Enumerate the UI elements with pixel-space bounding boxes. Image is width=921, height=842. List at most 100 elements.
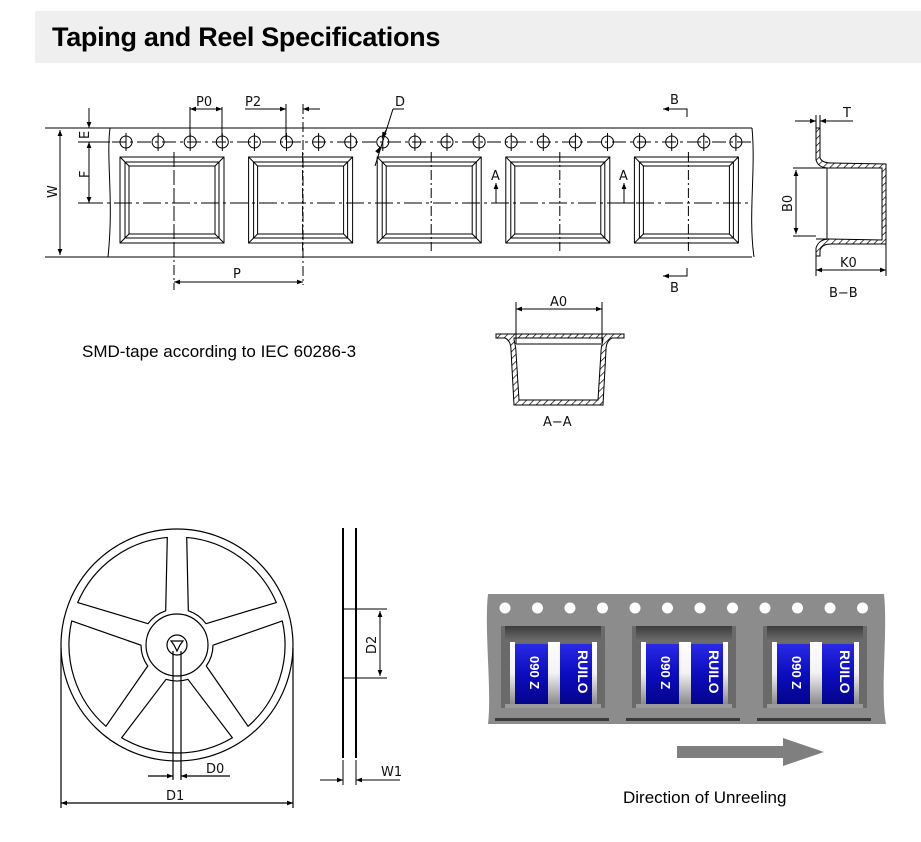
reel-windows <box>68 536 286 754</box>
label-f: F <box>78 171 93 178</box>
section-aa <box>495 302 625 406</box>
label-p2: P2 <box>245 95 261 110</box>
photo-sprocket-hole <box>824 602 836 614</box>
reel-window <box>68 620 149 727</box>
label-t: T <box>842 106 851 121</box>
component-marking-bottom: 090 Z <box>527 656 542 689</box>
label-w: W <box>46 185 61 198</box>
reel-front-view <box>60 528 294 808</box>
component-end-cap <box>592 642 597 704</box>
section-marker-a <box>493 183 634 204</box>
photo-pocket: RUILO 090 Z <box>495 626 609 721</box>
section-bb-title: B−B <box>829 286 858 301</box>
sprocket-hole <box>408 133 422 151</box>
pocket <box>633 152 739 251</box>
sprocket-hole <box>504 133 518 151</box>
reel-side-view <box>320 528 400 785</box>
component-marking-top: RUILO <box>575 650 591 694</box>
label-w1: W1 <box>381 765 402 780</box>
photo-sprocket-hole <box>759 602 771 614</box>
label-b0: B0 <box>781 195 796 212</box>
label-d1: D1 <box>166 789 184 804</box>
photo-sprocket-hole <box>532 602 543 614</box>
reel-window <box>205 620 286 727</box>
reel-keyway <box>169 640 185 653</box>
component-marking-top: RUILO <box>837 650 853 694</box>
component-end-cap <box>854 642 859 704</box>
photo-pocket: RUILO 090 Z <box>626 626 740 721</box>
component-band <box>548 642 560 704</box>
header-band <box>35 11 921 63</box>
photo-sprocket-hole <box>694 602 706 614</box>
sprocket-holes <box>119 133 743 151</box>
reel-hub <box>145 613 209 677</box>
sprocket-hole <box>697 133 711 151</box>
sprocket-hole <box>568 133 582 151</box>
label-d2: D2 <box>365 636 380 654</box>
sprocket-hole <box>536 133 550 151</box>
pockets <box>119 152 739 251</box>
tape-break-left <box>107 127 111 258</box>
photo-sprocket-hole <box>792 602 803 614</box>
reel-window <box>121 678 233 754</box>
unreeling-caption: Direction of Unreeling <box>623 788 787 807</box>
label-a0: A0 <box>550 295 567 310</box>
pocket <box>505 152 611 251</box>
label-d: D <box>395 95 405 110</box>
tape-top-view <box>45 127 755 258</box>
component-marking-bottom: 090 Z <box>658 656 673 689</box>
label-section-b-2: B <box>670 281 679 296</box>
tape-break-right <box>751 127 755 258</box>
photo-sprocket-hole <box>629 602 641 614</box>
component-end-cap <box>510 642 515 704</box>
reel-spindle-hole <box>166 634 188 656</box>
sprocket-hole <box>247 133 261 151</box>
pocket <box>248 152 354 251</box>
dim-p0 <box>189 106 223 140</box>
label-e: E <box>78 131 93 139</box>
component-end-cap <box>723 642 728 704</box>
reel-window <box>186 536 277 625</box>
label-p: P <box>233 267 241 282</box>
tape-caption: SMD-tape according to IEC 60286-3 <box>82 342 357 361</box>
component-band <box>810 642 822 704</box>
photo-sprocket-hole <box>564 602 576 614</box>
section-aa-title: A−A <box>543 415 572 430</box>
pocket <box>119 152 225 251</box>
label-section-a-1: A <box>491 169 500 184</box>
label-d0: D0 <box>206 762 224 777</box>
pocket <box>376 152 482 251</box>
label-section-a-2: A <box>619 169 628 184</box>
dim-p2 <box>245 104 320 285</box>
photo-sprocket-hole <box>727 602 738 614</box>
sprocket-hole <box>729 133 743 151</box>
direction-arrow <box>677 738 824 766</box>
sprocket-hole <box>440 133 454 151</box>
photo-sprocket-holes <box>499 602 868 614</box>
component: RUILO 090 Z <box>510 642 597 704</box>
sprocket-hole <box>601 133 614 151</box>
label-p0: P0 <box>196 95 212 110</box>
sprocket-hole <box>119 133 133 151</box>
component: RUILO 090 Z <box>641 642 728 704</box>
component-marking-top: RUILO <box>706 650 722 694</box>
label-section-b-1: B <box>670 93 679 108</box>
sprocket-hole <box>344 133 358 151</box>
section-bb <box>793 115 887 276</box>
sprocket-hole <box>665 133 679 151</box>
photo-sprocket-hole <box>597 602 608 614</box>
section-marker-b <box>663 106 688 279</box>
photo-sprocket-hole <box>499 602 511 614</box>
dim-w-e-f <box>55 108 110 255</box>
sprocket-hole <box>312 133 326 151</box>
label-k0: K0 <box>840 256 857 271</box>
dim-p <box>173 157 303 290</box>
sprocket-hole <box>633 133 647 151</box>
photo-sprocket-hole <box>857 602 868 614</box>
component-end-cap <box>772 642 777 704</box>
reel-outer-rim <box>60 528 294 762</box>
